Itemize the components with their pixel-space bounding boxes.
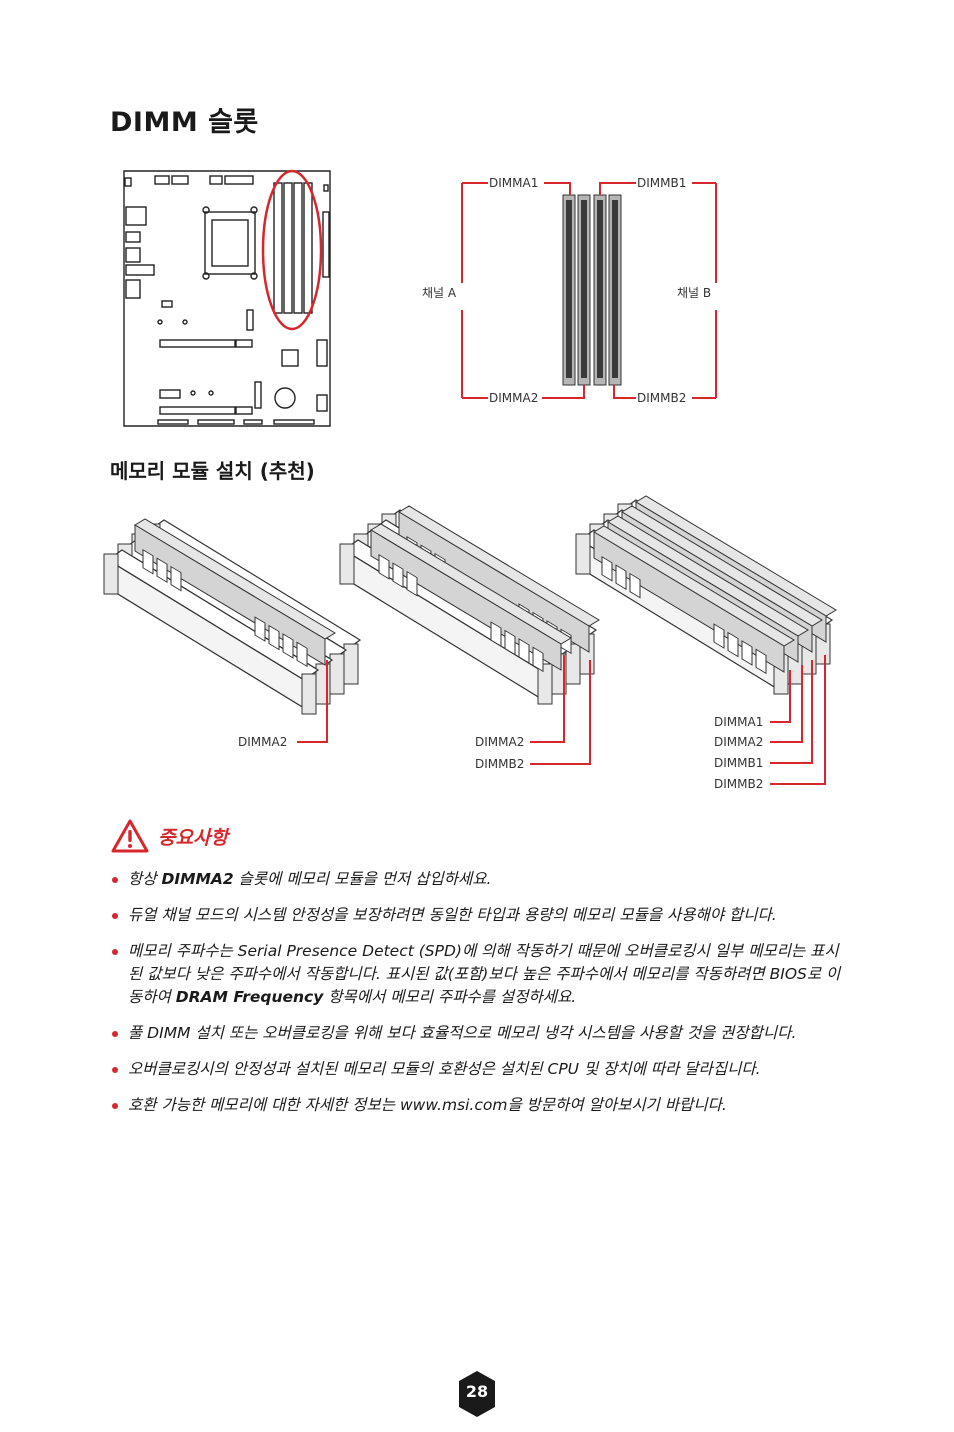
label-dimmb1: DIMMB1 [637,176,686,190]
two-modules-label-2: DIMMB2 [475,757,524,771]
important-list: 항상 DIMMA2 슬롯에 메모리 모듈을 먼저 삽입하세요. 듀얼 채널 모드… [110,868,850,1130]
note-item: 오버클로킹시의 안정성과 설치된 메모리 모듈의 호환성은 설치된 CPU 및 … [110,1058,850,1081]
section-title: 메모리 모듈 설치 (추천) [110,459,315,483]
page-number: 28 [465,1382,489,1401]
four-modules-label-2: DIMMA2 [714,735,763,749]
label-channel-a: 채널 A [422,286,457,300]
four-modules-label-1: DIMMA1 [714,715,763,729]
label-dimma2: DIMMA2 [489,391,538,405]
label-dimmb2: DIMMB2 [637,391,686,405]
label-channel-b: 채널 B [677,286,711,300]
note-item: 항상 DIMMA2 슬롯에 메모리 모듈을 먼저 삽입하세요. [110,868,850,891]
four-modules-label-4: DIMMB2 [714,777,763,791]
page-number-badge [459,1371,495,1417]
slot-layout-diagram: DIMMA1 DIMMB1 DIMMA2 DIMMB2 채널 A 채널 B [422,176,717,405]
one-module-label: DIMMA2 [238,735,287,749]
note-item: 풀 DIMM 설치 또는 오버클로킹을 위해 보다 효율적으로 메모리 냉각 시… [110,1022,850,1045]
note-item: 호환 가능한 메모리에 대한 자세한 정보는 www.msi.com을 방문하여… [110,1094,850,1117]
page-title: DIMM 슬롯 [110,107,259,138]
important-header: 중요사항 [110,818,228,854]
install-four-modules: DIMMA1 DIMMA2 DIMMB1 DIMMB2 [575,495,837,791]
four-modules-label-3: DIMMB1 [714,756,763,770]
two-modules-label-1: DIMMA2 [475,735,524,749]
figures: DIMMA1 DIMMB1 DIMMA2 DIMMB2 채널 A 채널 B [103,169,837,791]
important-title: 중요사항 [158,826,228,849]
install-one-module: DIMMA2 [103,518,361,749]
label-dimma1: DIMMA1 [489,176,538,190]
motherboard-diagram [123,170,331,427]
note-item: 듀얼 채널 모드의 시스템 안정성을 보장하려면 동일한 타입과 용량의 메모리… [110,904,850,927]
dimm-highlight-ellipse [261,169,323,331]
warning-icon [111,819,149,853]
note-item: 메모리 주파수는 Serial Presence Detect (SPD)에 의… [110,940,850,1009]
install-two-modules: DIMMA2 DIMMB2 [339,505,600,771]
